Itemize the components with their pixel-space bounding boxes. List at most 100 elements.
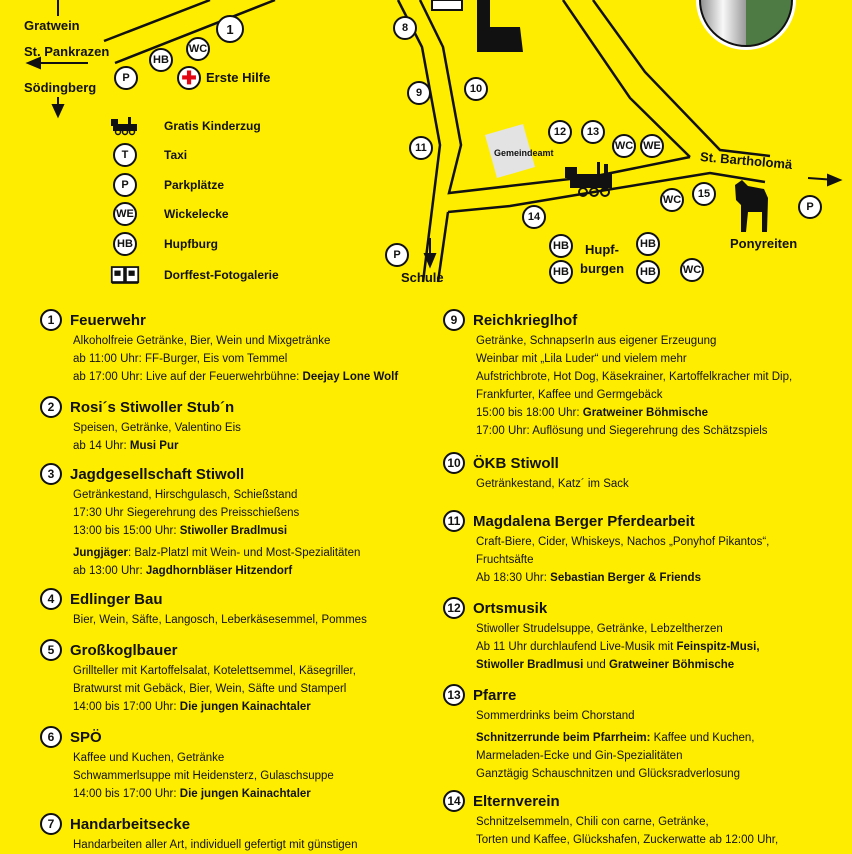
map-pin-wc-4[interactable]: WC — [680, 258, 704, 282]
entry-title: ÖKB Stiwoll — [473, 454, 559, 472]
location-number-badge: 12 — [443, 597, 465, 619]
entry-detail-line: Ab 11 Uhr durchlaufend Live-Musik mit Fe… — [476, 641, 760, 653]
map-pin-10[interactable]: 10 — [464, 77, 488, 101]
entry-detail-line: Getränke, SchnapserIn aus eigener Erzeug… — [476, 335, 717, 347]
label-erste-hilfe: Erste Hilfe — [206, 70, 271, 85]
location-number-badge: 3 — [40, 463, 62, 485]
entry-detail-line: Bier, Wein, Säfte, Langosch, Leberkäsese… — [73, 614, 367, 626]
map-pin-hb[interactable]: HB — [149, 48, 173, 72]
map-pin-wc-3[interactable]: WC — [660, 188, 684, 212]
label-hupfburgen-1: Hupf- — [585, 242, 619, 257]
entry-detail-line: 15:00 bis 18:00 Uhr: Gratweiner Böhmisch… — [476, 407, 709, 419]
map-pin-we[interactable]: WE — [640, 134, 664, 158]
entry-detail-line: ab 11:00 Uhr: FF-Burger, Eis vom Temmel — [73, 353, 288, 365]
location-number-badge: 4 — [40, 588, 62, 610]
entry-detail-line: Getränkestand, Hirschgulasch, Schießstan… — [73, 489, 298, 501]
entry-title: Jagdgesellschaft Stiwoll — [70, 465, 245, 483]
direction-schule: Schule — [401, 270, 444, 285]
entry-detail-line: ab 14 Uhr: Musi Pur — [73, 440, 179, 452]
entry-detail-line: Ganztägig Schauschnitzen und Glücksradve… — [476, 768, 741, 780]
map-pin-15[interactable]: 15 — [692, 182, 716, 206]
map-pin-wc-2[interactable]: WC — [612, 134, 636, 158]
location-number-badge: 2 — [40, 396, 62, 418]
map-pin-parking[interactable]: P — [114, 66, 138, 90]
entry-detail-line: Stiwoller Strudelsuppe, Getränke, Lebzel… — [476, 623, 723, 635]
map-roads — [25, 0, 843, 283]
legend-item-taxi: T Taxi — [110, 143, 187, 167]
entry-title: Feuerwehr — [70, 311, 146, 329]
location-number-badge: 10 — [443, 452, 465, 474]
map-pin-1[interactable]: 1 — [216, 15, 244, 43]
entry-detail-line: Weinbar mit „Lila Luder“ und vielem mehr — [476, 353, 687, 365]
direction-soedingberg: Södingberg — [24, 80, 97, 95]
map-pin-hb-3[interactable]: HB — [549, 260, 573, 284]
location-number-badge: 9 — [443, 309, 465, 331]
entry-detail-line: ab 13:00 Uhr: Jagdhornbläser Hitzendorf — [73, 565, 293, 577]
entry-detail-line: Aufstrichbrote, Hot Dog, Käsekrainer, Ka… — [476, 371, 793, 383]
entry-title: Reichkrieglhof — [473, 311, 578, 329]
entry-detail-line: Jungjäger: Balz-Platzl mit Wein- und Mos… — [73, 547, 361, 559]
entry-title: Edlinger Bau — [70, 590, 163, 608]
entry-detail-line: Torten und Kaffee, Glückshafen, Zuckerwa… — [476, 834, 779, 846]
entry-title: Magdalena Berger Pferdearbeit — [473, 512, 695, 530]
map-pin-parking-3[interactable]: P — [385, 243, 409, 267]
entry-title: Elternverein — [473, 792, 560, 810]
label-hupfburgen-2: burgen — [580, 261, 625, 276]
entry-title: Ortsmusik — [473, 599, 548, 617]
location-number-badge: 11 — [443, 510, 465, 532]
map-pin-hb-2[interactable]: HB — [549, 234, 573, 258]
entry-detail-line: ab 17:00 Uhr: Live auf der Feuerwehrbühn… — [73, 371, 399, 383]
label-ponyreiten: Ponyreiten — [730, 236, 798, 251]
entry-detail-line: Kaffee und Kuchen, Getränke — [73, 752, 225, 764]
entry-detail-line: Stiwoller Bradlmusi und Gratweiner Böhmi… — [476, 659, 735, 671]
map-pin-8[interactable]: 8 — [393, 16, 417, 40]
location-number-badge: 14 — [443, 790, 465, 812]
entry-detail-line: Craft-Biere, Cider, Whiskeys, Nachos „Po… — [476, 536, 770, 548]
entry-detail-line: Sommerdrinks beim Chorstand — [476, 710, 635, 722]
map-pin-14[interactable]: 14 — [522, 205, 546, 229]
map-pin-parking-2[interactable]: P — [798, 195, 822, 219]
map-pin-hb-4[interactable]: HB — [636, 232, 660, 256]
train-icon — [110, 116, 140, 136]
entry-detail-line: Alkoholfreie Getränke, Bier, Wein und Mi… — [73, 335, 331, 347]
location-number-badge: 13 — [443, 684, 465, 706]
entry-detail-line: Schnitzerrunde beim Pfarrheim: Kaffee un… — [476, 732, 755, 744]
entry-title: Handarbeitsecke — [70, 815, 191, 833]
entry-detail-line: Speisen, Getränke, Valentino Eis — [73, 422, 241, 434]
entry-detail-line: 13:00 bis 15:00 Uhr: Stiwoller Bradlmusi — [73, 525, 288, 537]
label-gemeindeamt: Gemeindeamt — [494, 148, 554, 158]
entry-detail-line: 17:00 Uhr: Auflösung und Siegerehrung de… — [476, 425, 768, 437]
parking-icon: P — [113, 173, 137, 197]
map-pin-9[interactable]: 9 — [407, 81, 431, 105]
map-pin-wc[interactable]: WC — [186, 37, 210, 61]
entry-detail-line: 14:00 bis 17:00 Uhr: Die jungen Kainacht… — [73, 701, 311, 713]
map-pin-13[interactable]: 13 — [581, 120, 605, 144]
entry-title: Großkoglbauer — [70, 641, 178, 659]
legend-item-kinderzug: Gratis Kinderzug — [110, 114, 261, 138]
photo-album-icon — [110, 264, 140, 286]
changing-room-icon: WE — [113, 202, 137, 226]
map-pin-12[interactable]: 12 — [548, 120, 572, 144]
location-number-badge: 1 — [40, 309, 62, 331]
train-map-icon — [565, 162, 612, 197]
legend-item-parking: P Parkplätze — [110, 173, 224, 197]
legend-item-hupfburg: HB Hupfburg — [110, 232, 218, 256]
municipality-logo — [700, 0, 792, 46]
entry-detail-line: Frankfurter, Kaffee und Germgebäck — [476, 389, 663, 401]
photo-album-map-icon — [431, 0, 463, 11]
map-pin-11[interactable]: 11 — [409, 136, 433, 160]
entry-detail-line: Marmeladen-Ecke und Gin-Spezialitäten — [476, 750, 683, 762]
direction-gratwein: Gratwein — [24, 18, 80, 33]
entry-detail-line: Bratwurst mit Gebäck, Bier, Wein, Säfte … — [73, 683, 347, 695]
map-pin-hb-5[interactable]: HB — [636, 260, 660, 284]
location-number-badge: 6 — [40, 726, 62, 748]
